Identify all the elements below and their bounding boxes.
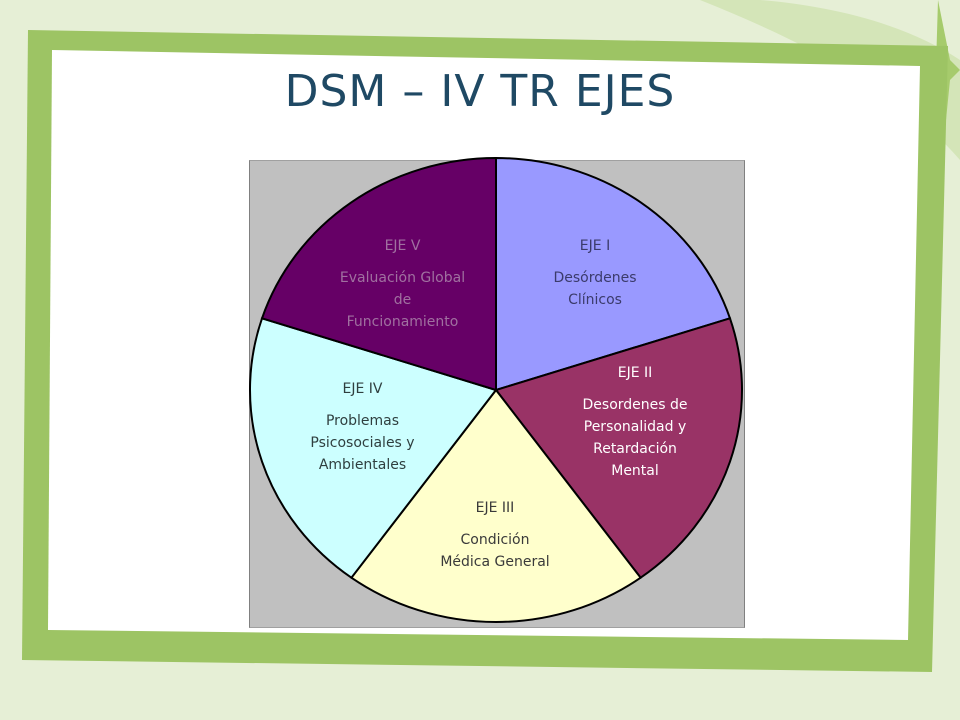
slice-label-2: EJE II Desordenes de Personalidad y Retar… [560, 362, 710, 482]
slice-label-1: EJE I Desórdenes Clínicos [530, 235, 660, 311]
pie-slice-2 [494, 317, 743, 580]
slice-axis-label: EJE III [475, 500, 515, 516]
slice-description: Problemas Psicosociales y Ambientales [310, 413, 415, 473]
pie-slice-5 [260, 156, 497, 392]
slice-description: Desordenes de Personalidad y Retardación… [582, 397, 688, 479]
slice-axis-label: EJE IV [342, 381, 383, 397]
slice-label-3: EJE III Condición Médica General [420, 497, 570, 573]
slice-axis-label: EJE II [617, 365, 653, 381]
slice-description: Desórdenes Clínicos [553, 270, 637, 308]
pie-slice-1 [495, 156, 732, 392]
slice-axis-label: EJE V [384, 238, 421, 254]
pie-slice-3 [349, 388, 643, 623]
slice-description: Condición Médica General [440, 532, 550, 570]
slice-description: Evaluación Global de Funcionamiento [339, 270, 466, 330]
slide-title: DSM – IV TR EJES [284, 66, 676, 117]
decorative-swoosh [700, 0, 960, 160]
slice-axis-label: EJE I [579, 238, 611, 254]
slice-label-4: EJE IV Problemas Psicosociales y Ambienta… [290, 378, 435, 476]
slice-label-5: EJE V Evaluación Global de Funcionamiento [320, 235, 485, 333]
pie-slice-4 [249, 317, 498, 580]
pie-chart [249, 156, 743, 623]
